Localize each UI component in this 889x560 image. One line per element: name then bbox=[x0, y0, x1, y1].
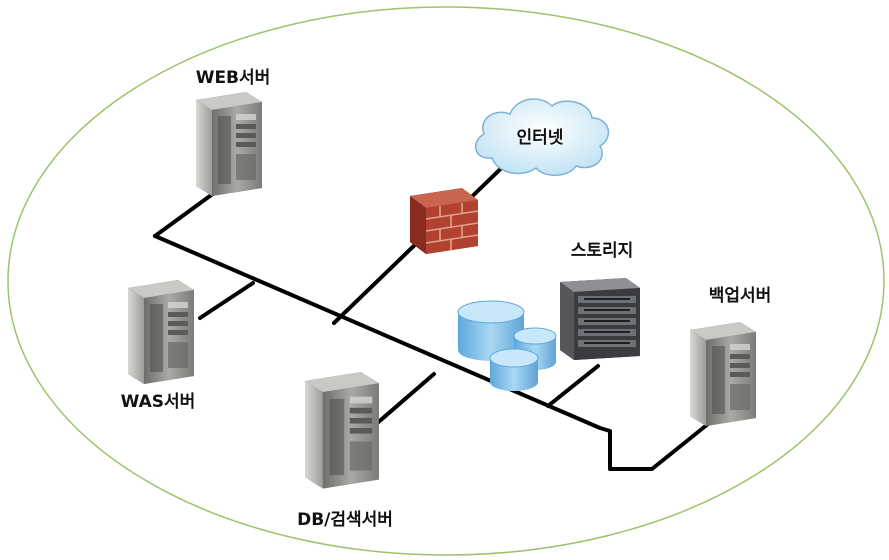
web-server-label: WEB서버 bbox=[196, 68, 271, 88]
backup-server-icon bbox=[690, 322, 756, 426]
storage-rack-icon bbox=[560, 278, 640, 360]
db-branch-line bbox=[373, 372, 436, 427]
db-server-label: DB/검색서버 bbox=[297, 510, 393, 530]
was-server-icon bbox=[128, 280, 194, 384]
firewall-branch-line bbox=[332, 236, 424, 325]
backup-server-label: 백업서버 bbox=[709, 286, 772, 306]
was-server-label: WAS서버 bbox=[121, 392, 196, 412]
database-icon bbox=[457, 300, 557, 391]
web-server-icon bbox=[196, 92, 262, 196]
db-server-icon bbox=[305, 372, 379, 489]
cloud-icon bbox=[474, 98, 610, 176]
firewall-icon bbox=[410, 188, 479, 254]
was-branch-line bbox=[198, 281, 255, 320]
internet-label: 인터넷 bbox=[517, 128, 564, 148]
storage-branch-line bbox=[546, 364, 600, 408]
network-boundary bbox=[7, 6, 885, 556]
storage-label: 스토리지 bbox=[571, 241, 634, 261]
backbone-line bbox=[153, 234, 710, 471]
